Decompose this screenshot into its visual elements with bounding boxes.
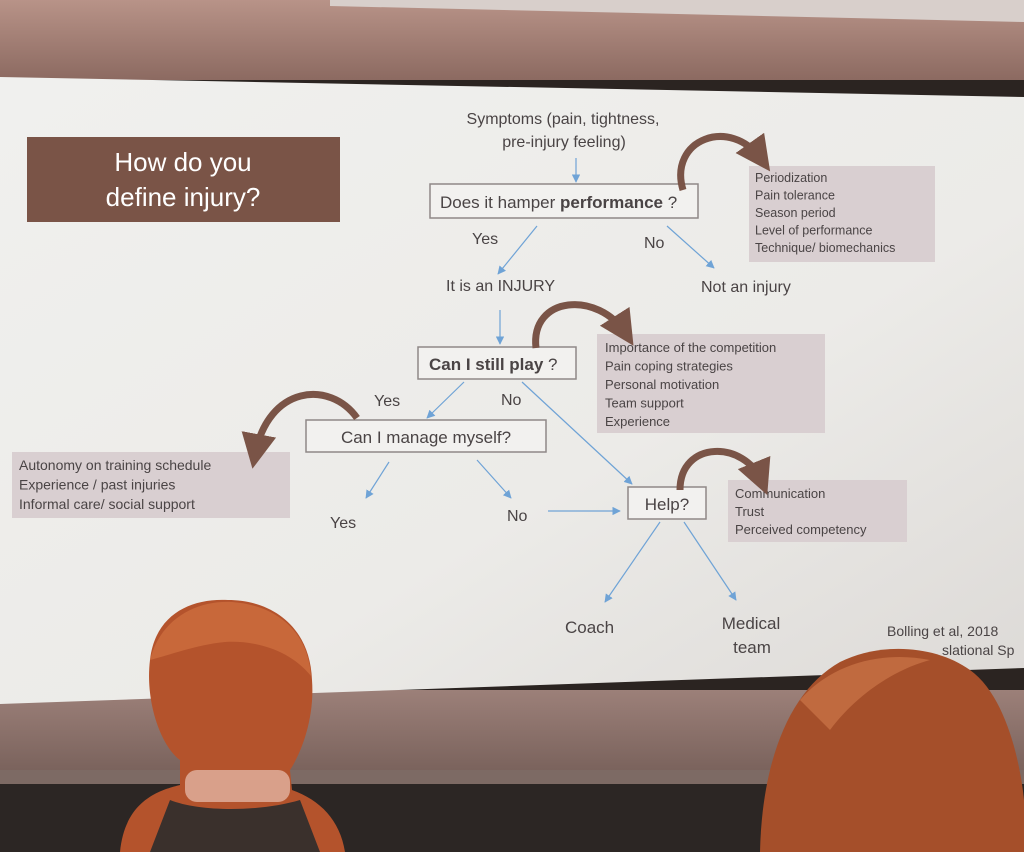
curved-arrow-performance [677,132,771,192]
factors-play-item: Pain coping strategies [605,359,733,374]
curved-arrow-help [676,447,771,495]
citation-line2: slational Sp [942,642,1015,658]
q2-bold: Can I still play [429,355,544,374]
audience-person-right [760,648,1024,852]
connector-q1-yes [497,225,538,275]
q2-suffix: ? [548,355,557,374]
help-label: Help? [645,495,689,514]
factors-self-item: Autonomy on training schedule [19,457,211,473]
medical-label-line1: Medical [722,614,781,633]
connector-q3-no [476,459,512,499]
factors-performance-item: Technique/ biomechanics [755,241,895,255]
q1-prefix: Does it hamper [440,193,556,212]
ceiling-strip [330,0,1024,22]
slide-title-line1: How do you [114,147,251,177]
connector-q2-no [521,381,633,485]
factors-help-item: Trust [735,504,765,519]
connector-q1-no [666,225,715,269]
factors-self-item: Experience / past injuries [19,477,175,493]
q3-yes-label: Yes [330,515,356,532]
q3-label: Can I manage myself? [341,428,511,447]
symptoms-line1: Symptoms (pain, tightness, [467,111,660,128]
connector-help-medical [683,521,737,601]
medical-label-line2: team [733,638,771,657]
coach-label: Coach [565,618,614,637]
symptoms-line2: pre-injury feeling) [502,134,626,151]
slide-title-line2: define injury? [106,182,261,212]
curved-arrow-self [241,391,360,469]
connector-help-coach [604,521,661,603]
svg-text:Can I still play ?: Can I still play ? [429,355,558,374]
curved-arrow-play [532,301,634,349]
factors-play-item: Importance of the competition [605,340,776,355]
factors-play-item: Team support [605,396,684,411]
connectors [365,158,737,603]
question-help: Help? [627,486,707,520]
q3-no-label: No [507,508,528,525]
question-manage-myself: Can I manage myself? [305,419,547,453]
question-can-play: Can I still play ? [417,346,577,380]
factors-help-item: Perceived competency [735,522,867,537]
factors-performance-item: Pain tolerance [755,189,835,203]
factors-help-item: Communication [735,486,825,501]
title-box: How do you define injury? [27,137,340,222]
factors-performance-item: Periodization [755,171,827,185]
q1-suffix: ? [668,193,677,212]
factors-performance-item: Season period [755,206,836,220]
svg-text:Does it hamper p: Does it hamper performance ? [440,193,677,212]
q2-no-label: No [501,392,522,409]
question-performance: Does it hamper performance ? [429,183,699,219]
q2-yes-label: Yes [374,393,400,410]
connector-q2-yes [426,381,465,419]
factors-self-box: Autonomy on training scheduleExperience … [12,452,290,518]
factors-play-item: Personal motivation [605,377,719,392]
injury-label: It is an INJURY [446,278,555,295]
factors-self-item: Informal care/ social support [19,496,195,512]
audience-person-left [120,599,345,852]
factors-performance-item: Level of performance [755,224,872,238]
not-injury-label: Not an injury [701,279,791,296]
citation-line1: Bolling et al, 2018 [887,623,999,639]
connector-q3-yes [365,461,390,499]
factors-play-item: Experience [605,414,670,429]
q1-no-label: No [644,235,665,252]
q1-bold: performance [560,193,663,212]
q1-yes-label: Yes [472,231,498,248]
